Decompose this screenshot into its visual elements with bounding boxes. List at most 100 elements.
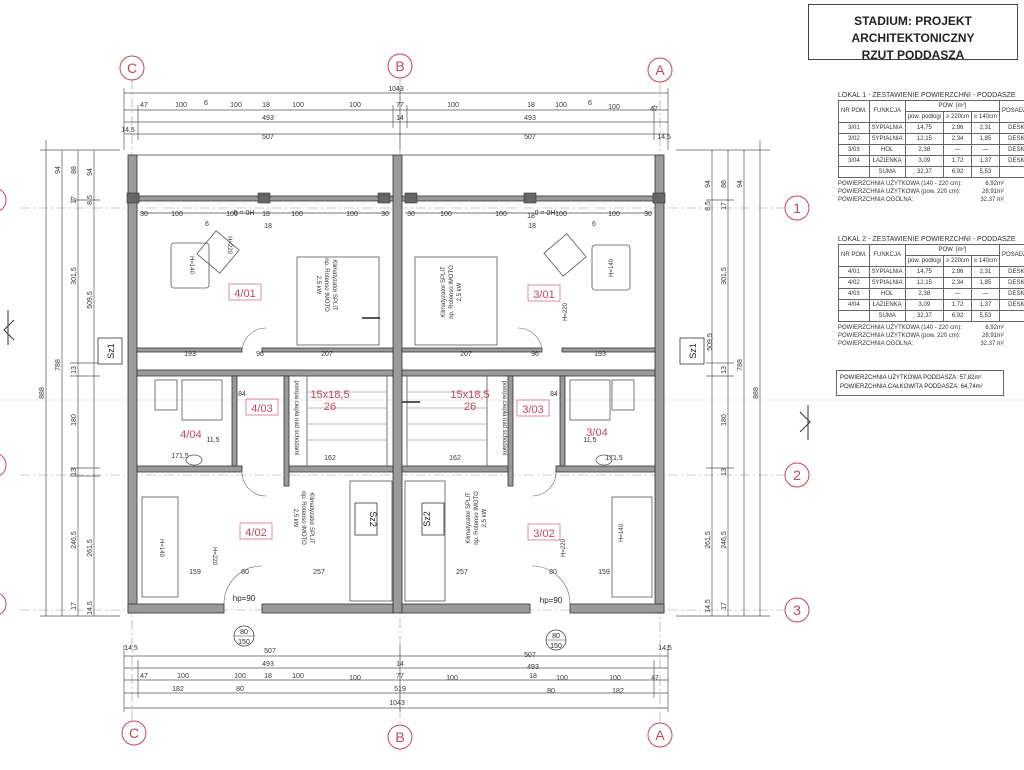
svg-text:11,5: 11,5 xyxy=(206,437,219,444)
svg-text:H=140: H=140 xyxy=(619,523,625,542)
svg-text:171,5: 171,5 xyxy=(171,453,189,460)
svg-text:100: 100 xyxy=(349,675,361,682)
svg-text:171,5: 171,5 xyxy=(605,455,623,462)
svg-text:13: 13 xyxy=(71,468,78,476)
svg-text:13: 13 xyxy=(721,366,728,374)
window-hp-left: hp=90 xyxy=(233,594,256,603)
attic-area-summary: POWIERZCHNIA UŻYTKOWA PODDASZA: 57,82m² … xyxy=(836,370,1004,396)
svg-text:8,5: 8,5 xyxy=(705,201,712,211)
svg-text:493: 493 xyxy=(262,661,274,668)
svg-text:0 = 0H: 0 = 0H xyxy=(535,210,556,217)
table2-caption: LOKAL 2 - ZESTAWIENIE POWIERZCHNI - PODD… xyxy=(838,236,1016,243)
svg-text:246,5: 246,5 xyxy=(71,531,78,549)
axis-1: 1 xyxy=(793,200,801,216)
svg-text:14,5: 14,5 xyxy=(87,601,94,615)
svg-text:100: 100 xyxy=(226,211,238,218)
svg-text:888: 888 xyxy=(39,387,46,399)
room-303: 3/03 xyxy=(522,404,543,416)
table2-header-pow: POW. [m²] xyxy=(904,244,1001,256)
svg-text:507: 507 xyxy=(524,134,536,141)
svg-text:207: 207 xyxy=(460,351,472,358)
svg-text:14: 14 xyxy=(396,115,404,122)
svg-text:47: 47 xyxy=(650,106,658,113)
svg-text:17: 17 xyxy=(721,602,728,610)
svg-text:100: 100 xyxy=(446,675,458,682)
svg-text:100: 100 xyxy=(440,211,452,218)
svg-text:100: 100 xyxy=(556,675,568,682)
svg-text:H=220: H=220 xyxy=(211,547,217,566)
table2-header-posadzka: POSADZKA xyxy=(999,244,1024,267)
svg-text:100: 100 xyxy=(349,102,361,109)
svg-text:150: 150 xyxy=(238,639,250,646)
svg-text:14: 14 xyxy=(396,661,404,668)
table1-header-funkcja: FUNKCJA xyxy=(868,100,906,123)
room-304: 3/04 xyxy=(586,427,607,439)
svg-text:96: 96 xyxy=(531,351,539,358)
svg-text:H=140: H=140 xyxy=(609,258,615,277)
svg-text:np. Rotenso IMOTO: np. Rotenso IMOTO xyxy=(323,258,329,312)
svg-text:88: 88 xyxy=(721,180,728,188)
svg-text:H=140: H=140 xyxy=(188,256,194,275)
svg-text:80: 80 xyxy=(240,629,248,636)
area-table-lokal-1: LOKAL 1 - ZESTAWIENIE POWIERZCHNI - PODD… xyxy=(838,92,1024,204)
dim-top-total: 1043 xyxy=(388,86,404,93)
svg-text:788: 788 xyxy=(55,359,62,371)
chimney-sz1-right: Sz1 xyxy=(688,343,698,359)
section-marker-left xyxy=(3,310,15,345)
svg-text:13: 13 xyxy=(71,366,78,374)
room-404: 4/04 xyxy=(180,429,201,441)
svg-text:100: 100 xyxy=(234,673,246,680)
svg-text:pompa ciepła nad schodami: pompa ciepła nad schodami xyxy=(293,381,299,456)
svg-text:30: 30 xyxy=(644,211,652,218)
furniture xyxy=(141,230,653,602)
svg-text:17: 17 xyxy=(71,602,78,610)
svg-text:180: 180 xyxy=(721,414,728,426)
svg-text:18: 18 xyxy=(262,102,270,109)
svg-text:493: 493 xyxy=(524,115,536,122)
svg-text:6: 6 xyxy=(592,221,596,228)
room-403: 4/03 xyxy=(251,403,272,415)
svg-text:2,5 kW: 2,5 kW xyxy=(482,508,488,527)
svg-text:100: 100 xyxy=(447,102,459,109)
svg-text:100: 100 xyxy=(177,673,189,680)
svg-text:84: 84 xyxy=(550,391,558,398)
svg-text:509,5: 509,5 xyxy=(707,333,714,351)
top-dimensions xyxy=(123,88,669,150)
room-401: 4/01 xyxy=(234,288,255,300)
svg-text:180: 180 xyxy=(71,414,78,426)
stairs-size-left: 15x18,5 xyxy=(310,389,349,401)
svg-text:100: 100 xyxy=(608,104,620,111)
svg-text:150: 150 xyxy=(550,643,562,650)
svg-text:47: 47 xyxy=(651,675,659,682)
chimney-sz1-left: Sz1 xyxy=(106,343,116,359)
svg-text:47: 47 xyxy=(140,673,148,680)
svg-text:Klimatyzator SPLIT: Klimatyzator SPLIT xyxy=(466,492,472,544)
svg-text:2,5 kW: 2,5 kW xyxy=(315,276,321,295)
svg-text:162: 162 xyxy=(449,455,461,462)
svg-text:77: 77 xyxy=(396,102,404,109)
axis-c-bottom: C xyxy=(129,725,139,741)
room-302: 3/02 xyxy=(533,528,554,540)
svg-text:2,5 kW: 2,5 kW xyxy=(292,509,298,528)
svg-text:8,5: 8,5 xyxy=(87,195,94,205)
table2-header-funkcja: FUNKCJA xyxy=(868,244,906,267)
svg-text:80: 80 xyxy=(552,633,560,640)
title-block: STADIUM: PROJEKT ARCHITEKTONICZNY RZUT P… xyxy=(808,4,1018,62)
svg-text:14,5: 14,5 xyxy=(705,599,712,613)
svg-text:261,5: 261,5 xyxy=(87,539,94,557)
svg-text:84: 84 xyxy=(238,391,246,398)
svg-text:182: 182 xyxy=(612,688,624,695)
room-402: 4/02 xyxy=(245,527,266,539)
svg-text:11,5: 11,5 xyxy=(583,437,596,444)
svg-text:Klimatyzator SPLIT: Klimatyzator SPLIT xyxy=(308,492,314,544)
chimney-sz2-right: Sz2 xyxy=(422,511,432,527)
svg-text:18: 18 xyxy=(264,673,272,680)
svg-text:100: 100 xyxy=(292,102,304,109)
svg-text:519: 519 xyxy=(394,686,406,693)
room-301: 3/01 xyxy=(533,289,554,301)
